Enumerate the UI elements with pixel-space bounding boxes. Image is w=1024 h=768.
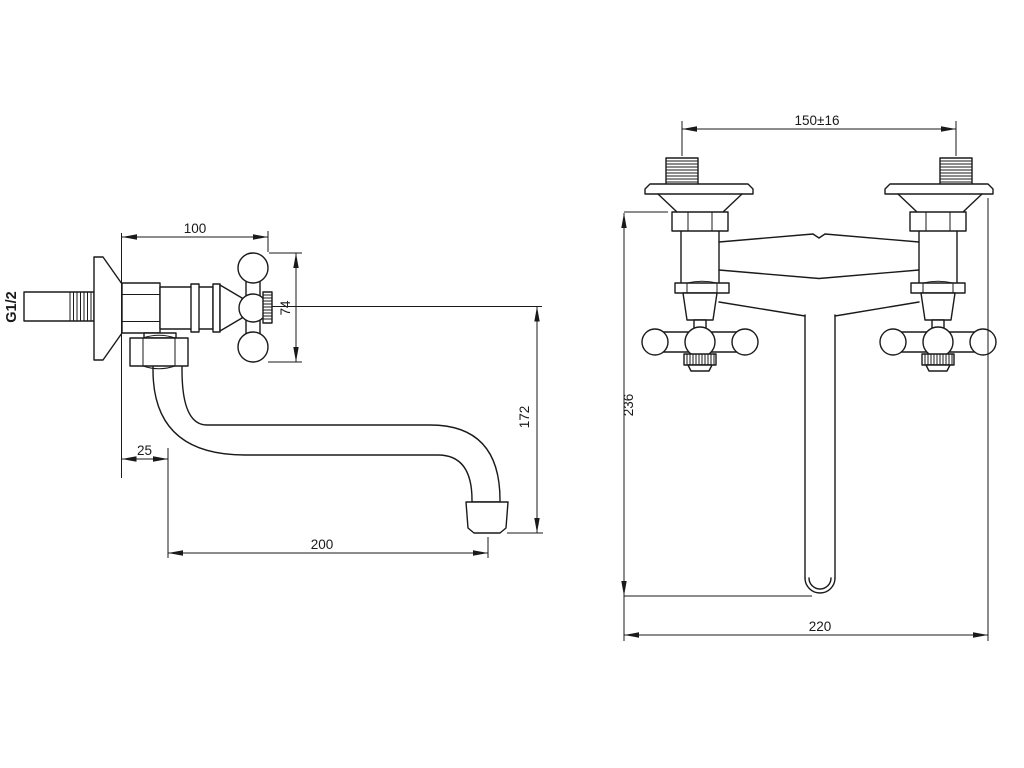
left-handle-knurl — [683, 353, 717, 372]
dim-wall-offset: 25 — [137, 443, 152, 458]
spout-side — [152, 357, 509, 534]
front-view: 150±16 236 220 — [621, 113, 997, 641]
dim-overall-height: 236 — [621, 394, 636, 417]
dim-spout-drop: 172 — [517, 406, 532, 429]
dim-spout-reach: 200 — [311, 537, 334, 552]
hex-nut-side — [121, 282, 161, 334]
valve-body-side — [121, 282, 248, 334]
spout-front — [804, 314, 836, 594]
cross-handle-side — [237, 252, 273, 363]
dim-overall-width: 220 — [809, 619, 832, 634]
right-handle-knurl — [921, 353, 955, 372]
left-handle-assembly — [641, 280, 759, 372]
right-escutcheon — [884, 183, 994, 195]
drawing-root: 100 74 172 25 — [4, 113, 997, 641]
dim-inlet-thread: G1/2 — [4, 291, 20, 322]
inlet-pipe — [23, 291, 95, 322]
body-tubes — [680, 230, 958, 284]
right-hex-nut — [909, 211, 967, 232]
manifold-bridge — [718, 233, 920, 317]
right-inlet — [884, 157, 994, 232]
left-inlet — [644, 157, 754, 232]
side-view-dimensions: 100 74 172 25 — [4, 221, 543, 558]
front-view-dimensions: 150±16 236 220 — [621, 113, 989, 641]
dim-inlet-centers: 150±16 — [795, 113, 840, 128]
left-escutcheon — [644, 183, 754, 195]
aerator — [465, 501, 509, 534]
bonnet-cone-side — [219, 284, 243, 332]
handle-screw-knurl — [262, 291, 273, 324]
dim-handle-height: 74 — [278, 300, 293, 316]
right-handle-assembly — [879, 280, 997, 372]
dim-wall-to-handle: 100 — [184, 221, 207, 236]
escutcheon-side — [93, 256, 123, 361]
spout-nut-side — [129, 332, 189, 370]
side-view: 100 74 172 25 — [4, 221, 543, 558]
left-hex-nut — [671, 211, 729, 232]
